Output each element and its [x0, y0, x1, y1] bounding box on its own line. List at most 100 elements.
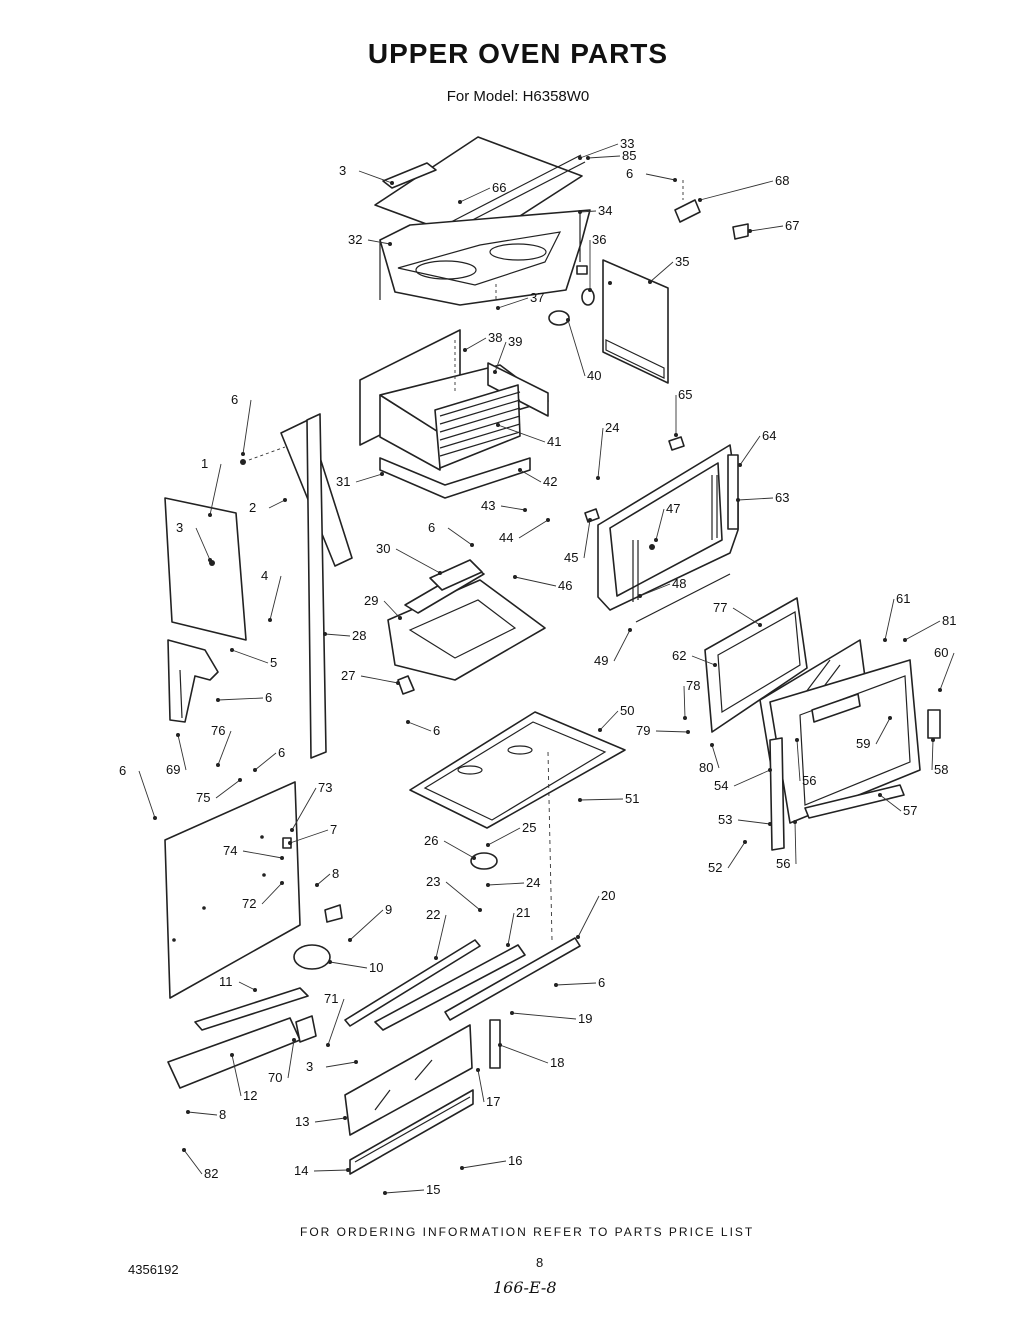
fastener-marker: [323, 632, 327, 636]
callout-number: 28: [352, 628, 366, 643]
callout-leader: [217, 730, 232, 766]
callout-number: 43: [481, 498, 495, 513]
callout-leader: [567, 319, 586, 377]
callout-number: 13: [295, 1114, 309, 1129]
fastener-marker: [476, 1068, 480, 1072]
callout-leader: [355, 473, 383, 483]
callout-number: 38: [488, 330, 502, 345]
callout-leader: [447, 527, 473, 546]
callout-number: 66: [492, 180, 506, 195]
callout-leader: [794, 821, 797, 865]
callout-leader: [879, 794, 902, 812]
callout-leader: [884, 598, 895, 641]
callout-number: 37: [530, 290, 544, 305]
fastener-marker: [208, 513, 212, 517]
inner-door-part: [704, 597, 941, 851]
fastener-marker: [903, 638, 907, 642]
callout-number: 19: [578, 1011, 592, 1026]
callout-number: 40: [587, 368, 601, 383]
fastener-marker: [648, 280, 652, 284]
callout-leader: [477, 1069, 485, 1103]
callout-number: 85: [622, 148, 636, 163]
callout-number: 18: [550, 1055, 564, 1070]
fastener-marker: [686, 730, 690, 734]
fastener-marker: [182, 1148, 186, 1152]
fastener-marker: [736, 498, 740, 502]
callout-leader: [579, 143, 619, 159]
callout-number: 25: [522, 820, 536, 835]
fastener-marker: [176, 733, 180, 737]
fastener-marker: [523, 508, 527, 512]
callout-leader: [733, 769, 771, 787]
fastener-marker: [588, 518, 592, 522]
callout-number: 52: [708, 860, 722, 875]
fastener-marker: [883, 638, 887, 642]
callout-leader: [649, 261, 674, 283]
callout-leader: [287, 1039, 295, 1079]
callout-leader: [268, 499, 286, 509]
callout-number: 6: [598, 975, 605, 990]
fastener-marker: [470, 543, 474, 547]
fastener-marker: [268, 618, 272, 622]
fastener-marker: [280, 856, 284, 860]
fastener-marker: [186, 1110, 190, 1114]
callout-leader: [261, 882, 283, 905]
callout-number: 20: [601, 888, 615, 903]
fastener-marker: [638, 594, 642, 598]
callout-leader: [500, 505, 526, 511]
burner-tube-part: [167, 904, 343, 1089]
callout-leader: [316, 873, 331, 886]
callout-number: 2: [249, 500, 256, 515]
callout-leader: [209, 463, 222, 516]
callout-number: 54: [714, 778, 728, 793]
callout-leader: [187, 1111, 218, 1116]
fastener-marker: [486, 883, 490, 887]
callout-leader: [313, 1169, 349, 1172]
side-panel-part: [602, 259, 669, 384]
callout-leader: [445, 881, 481, 911]
fastener-marker: [208, 558, 212, 562]
callout-number: 68: [775, 173, 789, 188]
callout-number: 77: [713, 600, 727, 615]
fastener-marker: [230, 648, 234, 652]
fastener-marker: [241, 452, 245, 456]
callout-number: 32: [348, 232, 362, 247]
callout-number: 3: [306, 1059, 313, 1074]
fastener-marker: [938, 688, 942, 692]
callout-number: 6: [231, 392, 238, 407]
callout-leader: [518, 519, 549, 539]
callout-number: 5: [270, 655, 277, 670]
fastener-marker: [398, 616, 402, 620]
callout-leader: [737, 819, 771, 825]
callout-number: 44: [499, 530, 513, 545]
oven-door-frame-part: [584, 436, 739, 623]
fastener-marker: [578, 210, 582, 214]
fastener-marker: [493, 370, 497, 374]
callout-leader: [691, 655, 716, 666]
callout-leader: [231, 649, 269, 664]
fastener-marker: [396, 681, 400, 685]
callout-leader: [655, 508, 665, 541]
callout-number: 53: [718, 812, 732, 827]
callout-number: 1: [201, 456, 208, 471]
callout-number: 56: [776, 856, 790, 871]
fastener-marker: [578, 798, 582, 802]
callout-number: 75: [196, 790, 210, 805]
burner-tray-part: [387, 559, 546, 695]
fastener-marker: [588, 288, 592, 292]
fastener-marker: [683, 716, 687, 720]
fastener-marker: [546, 518, 550, 522]
fastener-marker: [478, 908, 482, 912]
callout-leader: [514, 576, 557, 587]
callout-leader: [138, 770, 156, 819]
callout-leader: [291, 787, 317, 831]
callout-leader: [195, 527, 211, 561]
callout-number: 56: [802, 773, 816, 788]
fastener-marker: [238, 778, 242, 782]
callout-leader: [269, 575, 282, 621]
fastener-marker: [216, 763, 220, 767]
callout-leader: [217, 697, 264, 701]
callout-leader: [739, 435, 761, 466]
fastener-marker: [566, 318, 570, 322]
callout-leader: [875, 717, 891, 745]
